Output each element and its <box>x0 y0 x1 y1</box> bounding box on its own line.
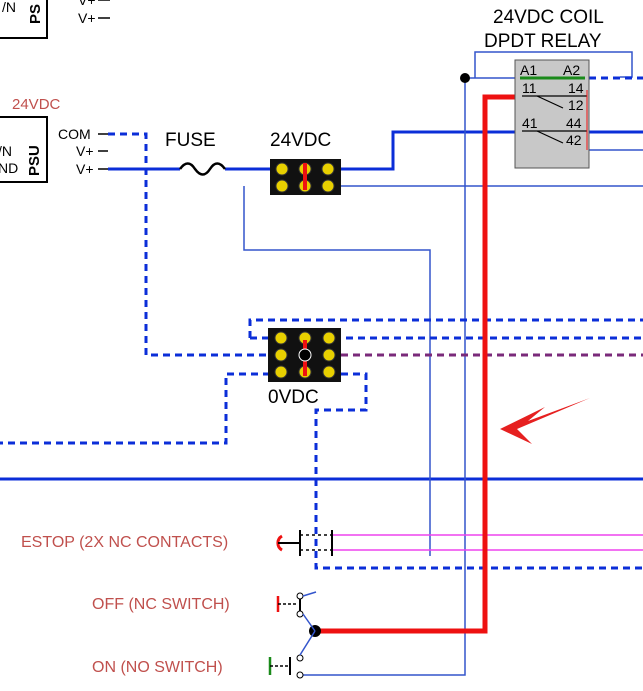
wire-tb0-top-bus <box>248 318 643 338</box>
tb0-junction <box>298 348 312 362</box>
estop-switch: ESTOP (2X NC CONTACTS) <box>21 530 333 556</box>
relay-title-line-1: 24VDC COIL <box>493 7 604 28</box>
wire-tb24-to-estop <box>243 186 431 556</box>
on-terminal-2 <box>296 671 304 679</box>
psu-main-box <box>0 116 48 183</box>
on-terminal-1 <box>296 654 304 662</box>
psu-top-label: PS <box>27 4 44 24</box>
psu-top-box <box>0 0 48 39</box>
off-wire-bottom <box>302 613 316 632</box>
relay-terminal-41: 41 <box>522 115 538 131</box>
estop-mushroom-icon <box>276 534 283 552</box>
psu-top-left-label: /N <box>2 0 16 15</box>
off-terminal-1 <box>296 592 304 600</box>
tb0-screw-4 <box>274 348 288 362</box>
psu-top-partial: /N PS V+ V+ <box>0 0 110 39</box>
junction-relay-a1 <box>460 73 470 83</box>
wire-tb0-left-out <box>0 372 270 445</box>
relay-switch-arm-1 <box>536 95 564 109</box>
terminal-block-24v-label: 24VDC <box>270 130 331 151</box>
relay-terminal-a2: A2 <box>563 62 580 78</box>
tb0-screw-9 <box>322 365 336 379</box>
off-terminal-2 <box>296 610 304 618</box>
wires-24v <box>0 130 643 481</box>
psu-left-label-2: ND <box>0 160 18 176</box>
off-switch: OFF (NC SWITCH) <box>92 591 317 632</box>
wire-relay-a1-to-on-switch <box>302 78 466 676</box>
tb0-screw-1 <box>274 331 288 345</box>
tb24-screw-1 <box>275 162 289 176</box>
relay-title-line-2: DPDT RELAY <box>484 31 602 52</box>
on-switch: ON (NO SWITCH) <box>92 630 316 679</box>
relay: 24VDC COIL DPDT RELAY A1 A2 11 14 12 41 … <box>484 7 604 169</box>
wire-tb0-to-bottom <box>314 372 643 570</box>
psu-com-label: COM <box>58 126 91 142</box>
highlight-arrow-icon <box>500 398 590 444</box>
off-label: OFF (NC SWITCH) <box>92 596 230 613</box>
fuse-symbol <box>178 162 227 176</box>
relay-terminal-12: 12 <box>568 97 584 113</box>
tb0-screw-3 <box>322 331 336 345</box>
on-wire-top <box>299 630 316 656</box>
psu-main-label: PSU <box>26 145 43 176</box>
psu-vplus-label-2: V+ <box>76 161 94 177</box>
relay-terminal-a1: A1 <box>520 62 537 78</box>
tb24-screw-6 <box>321 179 335 193</box>
psu-top-vplus-2: V+ <box>78 10 96 26</box>
terminal-block-0v: 0VDC <box>268 328 341 408</box>
off-wire-top <box>302 591 317 597</box>
psu-main: 24VDC /N ND PSU COM V+ V+ <box>0 96 108 183</box>
estop-label: ESTOP (2X NC CONTACTS) <box>21 534 228 551</box>
wires-thin <box>243 51 643 676</box>
fuse-label: FUSE <box>165 130 216 151</box>
tb24-screw-4 <box>275 179 289 193</box>
relay-switch-arm-2 <box>536 130 564 144</box>
tb24-screw-3 <box>321 162 335 176</box>
tb0-screw-7 <box>274 365 288 379</box>
psu-left-label-1: /N <box>0 143 12 159</box>
relay-terminal-11: 11 <box>522 80 537 96</box>
relay-terminal-44: 44 <box>566 115 582 131</box>
fuse: FUSE <box>165 130 227 176</box>
psu-top-vplus-1: V+ <box>78 0 96 8</box>
on-label: ON (NO SWITCH) <box>92 659 223 676</box>
wire-relay-latch-red <box>315 94 520 634</box>
tb0-screw-6 <box>322 348 336 362</box>
psu-voltage-label: 24VDC <box>12 96 61 113</box>
psu-vplus-label-1: V+ <box>76 143 94 159</box>
relay-terminal-42: 42 <box>566 132 582 148</box>
wire-tb24-to-relay-41 <box>341 130 515 171</box>
relay-terminal-14: 14 <box>568 80 584 96</box>
wire-psu-com-to-tb0 <box>108 132 270 357</box>
terminal-block-0v-label: 0VDC <box>268 387 319 408</box>
terminal-block-24v: 24VDC <box>270 130 341 195</box>
